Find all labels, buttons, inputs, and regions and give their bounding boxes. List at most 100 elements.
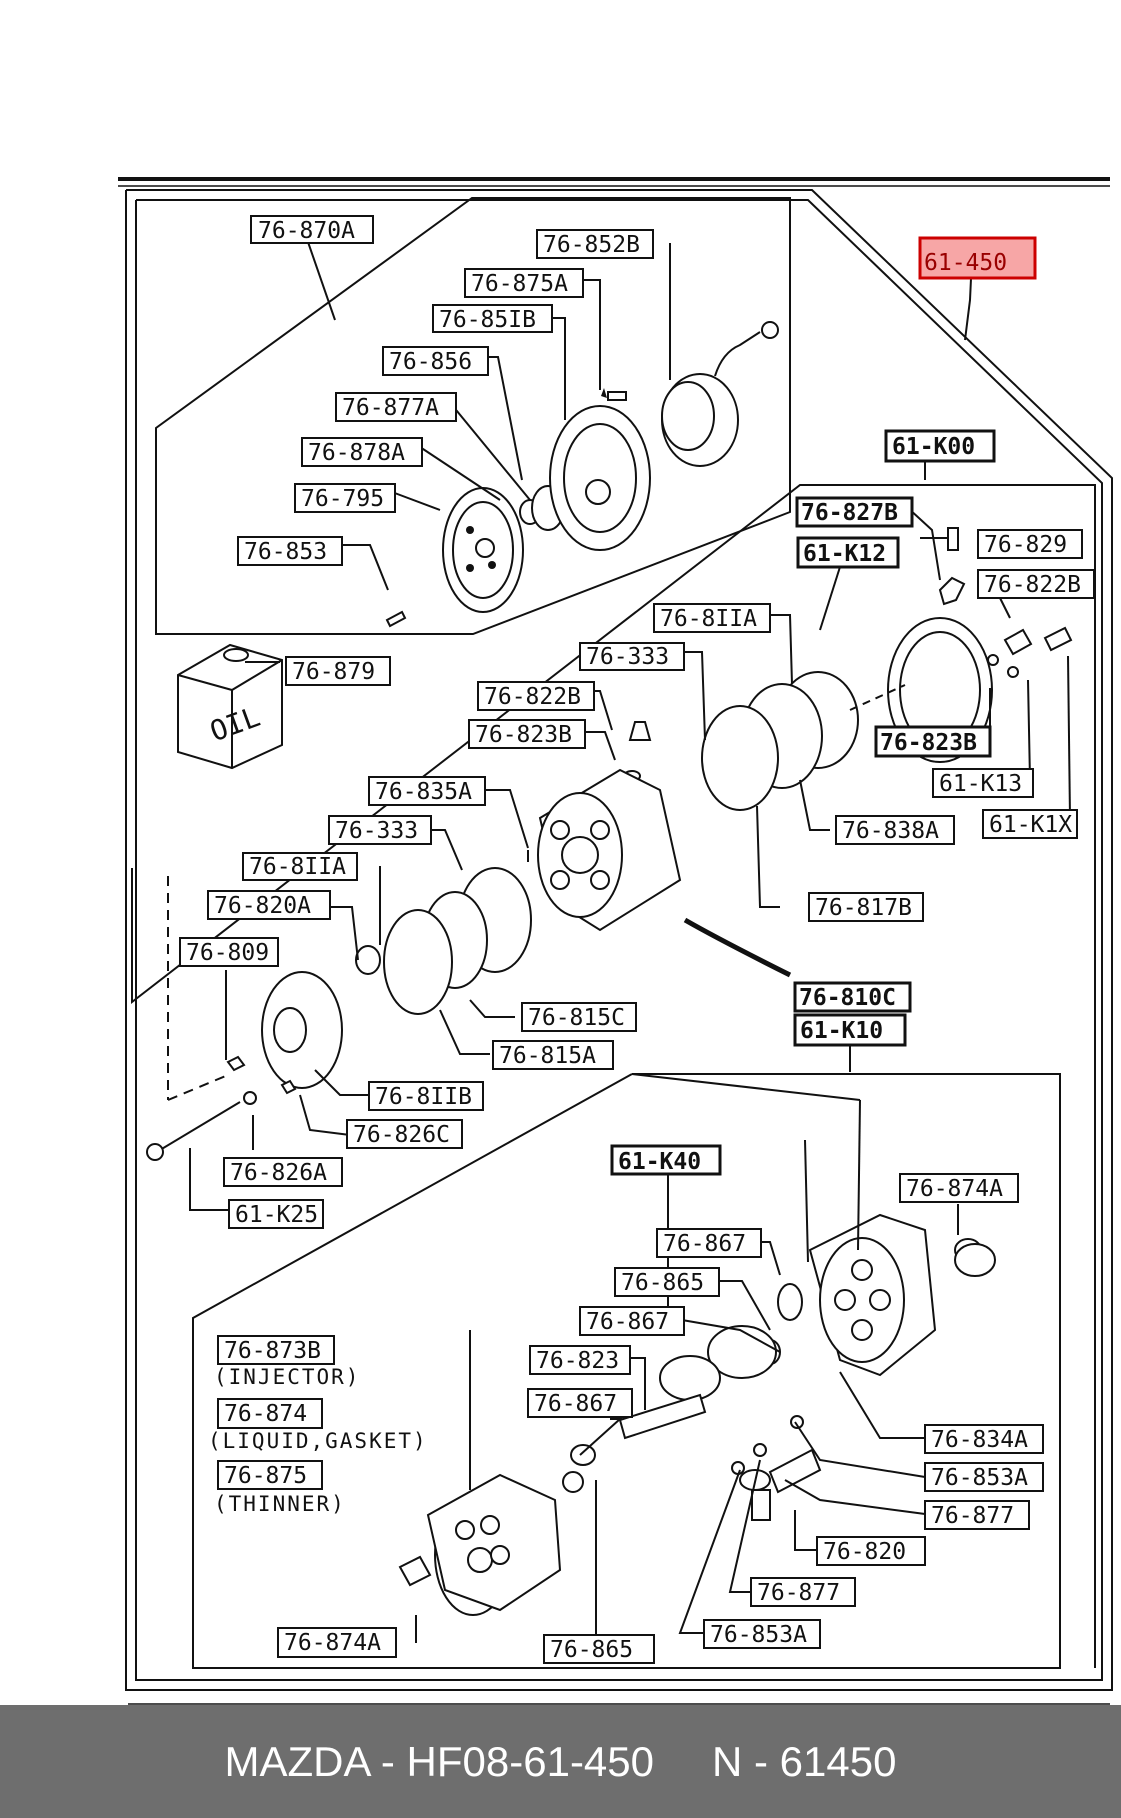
label-76-834A: 76-834A — [924, 1424, 1044, 1454]
front-plates — [146, 850, 532, 1161]
svg-text:76-878A: 76-878A — [308, 440, 405, 466]
svg-text:76-827B: 76-827B — [801, 500, 898, 526]
label-61-K25: 61-K25 — [228, 1199, 324, 1229]
svg-text:76-870A: 76-870A — [258, 218, 355, 244]
oil-can-icon: OIL — [177, 643, 283, 770]
svg-text:76-8IIA: 76-8IIA — [249, 854, 346, 880]
svg-text:76-865: 76-865 — [621, 1270, 704, 1296]
label-76-838A: 76-838A — [835, 815, 955, 845]
label-76-877-right: 76-877 — [924, 1500, 1030, 1530]
label-76-820: 76-820 — [816, 1536, 926, 1566]
svg-text:76-838A: 76-838A — [842, 818, 939, 844]
svg-text:76-826C: 76-826C — [353, 1122, 450, 1148]
svg-text:61-K1X: 61-K1X — [989, 812, 1072, 838]
label-61-K1X: 61-K1X — [982, 809, 1078, 839]
label-61-K12: 61-K12 — [796, 536, 900, 569]
label-76-835A: 76-835A — [368, 776, 486, 806]
svg-text:76-867: 76-867 — [534, 1391, 617, 1417]
assembly-outline — [125, 189, 1113, 1691]
svg-text:76-85IB: 76-85IB — [439, 307, 536, 333]
label-76-853A-right: 76-853A — [924, 1462, 1044, 1492]
svg-text:76-853: 76-853 — [244, 539, 327, 565]
label-76-810C: 76-810C — [793, 981, 912, 1013]
svg-text:76-823: 76-823 — [536, 1348, 619, 1374]
svg-text:76-874A: 76-874A — [906, 1176, 1003, 1202]
footer-oem-number: N - 61450 — [712, 1737, 897, 1785]
label-76-827B: 76-827B — [795, 496, 914, 528]
svg-text:76-817B: 76-817B — [815, 895, 912, 921]
label-76-875: 76-875 — [217, 1460, 323, 1490]
svg-text:76-333: 76-333 — [335, 818, 418, 844]
label-76-823B: 76-823B — [468, 719, 586, 749]
svg-text:76-815A: 76-815A — [499, 1043, 596, 1069]
svg-text:61-K00: 61-K00 — [892, 434, 975, 460]
label-76-874A-right: 76-874A — [899, 1173, 1019, 1203]
svg-text:76-875: 76-875 — [224, 1463, 307, 1489]
clutch-parts — [385, 321, 779, 628]
label-76-874: 76-874 — [217, 1398, 323, 1429]
shaft-internals — [398, 1213, 996, 1616]
svg-text:61-450: 61-450 — [924, 250, 1007, 276]
label-76-820A: 76-820A — [207, 890, 331, 920]
label-76-867-b: 76-867 — [579, 1306, 685, 1336]
svg-text:61-K40: 61-K40 — [618, 1149, 701, 1175]
svg-text:76-879: 76-879 — [292, 659, 375, 685]
shaft-group-box — [192, 1073, 1061, 1669]
label-76-877A: 76-877A — [335, 392, 457, 422]
svg-text:76-853A: 76-853A — [710, 1622, 807, 1648]
svg-text:76-865: 76-865 — [550, 1637, 633, 1663]
svg-text:76-795: 76-795 — [301, 486, 384, 512]
label-76-823: 76-823 — [529, 1345, 631, 1375]
label-76-811B: 76-8IIB — [368, 1081, 484, 1111]
svg-text:76-873B: 76-873B — [224, 1338, 321, 1364]
svg-text:76-875A: 76-875A — [471, 271, 568, 297]
label-61-K00: 61-K00 — [884, 429, 996, 463]
svg-text:76-877A: 76-877A — [342, 395, 439, 421]
label-76-333-mid: 76-333 — [328, 815, 432, 845]
label-76-811A-top: 76-8IIA — [653, 603, 771, 633]
label-76-852B: 76-852B — [536, 229, 654, 259]
label-76-867-c: 76-867 — [527, 1388, 633, 1418]
svg-text:76-874A: 76-874A — [284, 1630, 381, 1656]
svg-text:76-834A: 76-834A — [931, 1427, 1028, 1453]
svg-text:76-867: 76-867 — [663, 1231, 746, 1257]
label-76-865-bottom: 76-865 — [543, 1634, 655, 1664]
label-76-874A-bottom: 76-874A — [277, 1627, 397, 1658]
label-76-815C: 76-815C — [521, 1002, 637, 1032]
svg-text:76-877: 76-877 — [757, 1580, 840, 1606]
label-76-851B: 76-85IB — [432, 304, 553, 333]
label-61-K40: 61-K40 — [610, 1144, 722, 1176]
label-76-877-bottom: 76-877 — [750, 1577, 856, 1607]
label-76-856: 76-856 — [382, 346, 489, 376]
label-76-867-a: 76-867 — [656, 1228, 762, 1258]
svg-text:76-829: 76-829 — [984, 532, 1067, 558]
svg-text:76-874: 76-874 — [224, 1401, 307, 1427]
label-76-333-top: 76-333 — [579, 642, 685, 671]
label-76-822B: 76-822B — [477, 681, 595, 711]
cylinder-block — [537, 768, 792, 978]
svg-text:76-835A: 76-835A — [375, 779, 472, 805]
notes: (INJECTOR) (LIQUID,GASKET) (THINNER) — [208, 1365, 426, 1516]
svg-text:76-809: 76-809 — [186, 940, 269, 966]
svg-text:76-815C: 76-815C — [528, 1005, 625, 1031]
label-76-811A-mid: 76-8IIA — [242, 852, 358, 881]
label-76-815A: 76-815A — [492, 1040, 614, 1070]
svg-text:61-K13: 61-K13 — [939, 771, 1022, 797]
svg-text:76-826A: 76-826A — [230, 1160, 327, 1186]
svg-text:76-810C: 76-810C — [799, 985, 896, 1011]
note-injector: (INJECTOR) — [214, 1365, 360, 1389]
label-76-795: 76-795 — [294, 483, 396, 513]
svg-text:76-820A: 76-820A — [214, 893, 311, 919]
svg-text:76-820: 76-820 — [823, 1539, 906, 1565]
label-61-450-highlighted: 61-450 — [918, 236, 1037, 280]
label-76-875A: 76-875A — [464, 268, 584, 298]
svg-text:76-823B: 76-823B — [475, 722, 572, 748]
svg-text:61-K10: 61-K10 — [800, 1018, 883, 1044]
svg-text:76-852B: 76-852B — [543, 232, 640, 258]
label-76-853A-bottom: 76-853A — [703, 1619, 821, 1649]
svg-text:76-8IIA: 76-8IIA — [660, 606, 757, 632]
svg-text:61-K12: 61-K12 — [803, 541, 886, 567]
svg-text:76-823B: 76-823B — [880, 730, 977, 756]
svg-text:61-K25: 61-K25 — [235, 1202, 318, 1228]
parts-diagram: OIL — [118, 177, 1113, 1705]
